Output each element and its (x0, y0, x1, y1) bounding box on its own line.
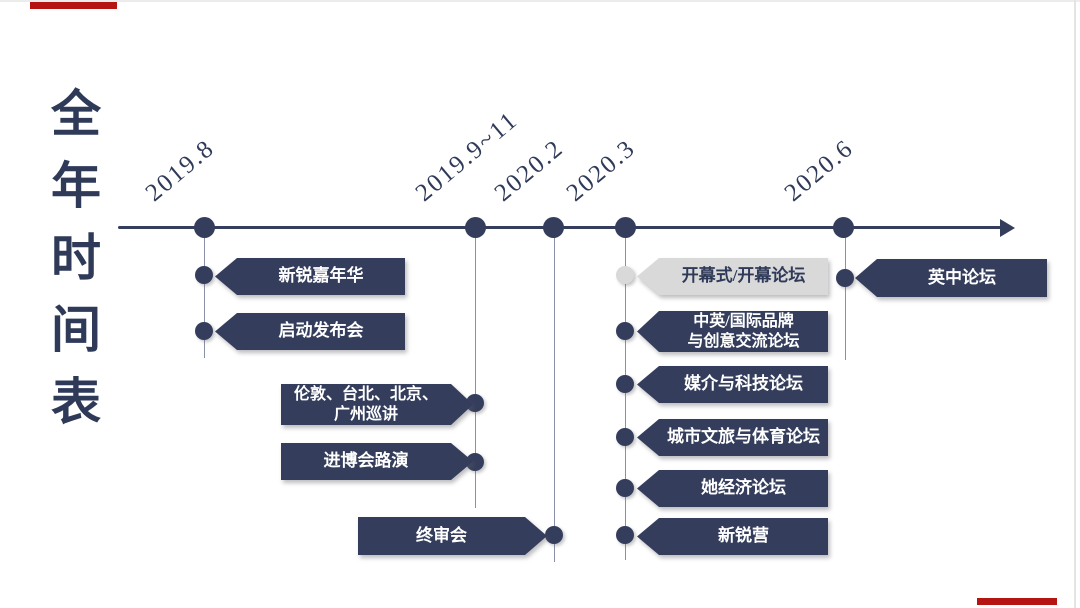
event-banner-label: 开幕式/开幕论坛 (637, 258, 828, 295)
event-banner: 进博会路演 (281, 443, 473, 480)
connector-line (554, 228, 555, 562)
title-char: 间 (51, 302, 101, 358)
event-dot (195, 322, 213, 340)
timeline-dot (465, 217, 486, 238)
title-char: 时 (51, 230, 101, 286)
timeline-date-label: 2020.2 (489, 134, 569, 207)
event-banner: 启动发布会 (215, 313, 405, 350)
event-dot (616, 375, 634, 393)
connector-line (204, 228, 205, 358)
event-banner-label: 进博会路演 (281, 443, 473, 480)
event-banner: 终审会 (358, 517, 547, 555)
timeline-dot (833, 217, 854, 238)
connector-line (845, 228, 846, 360)
event-banner-label: 她经济论坛 (637, 470, 828, 507)
timeline-dot (543, 217, 564, 238)
event-dot (836, 269, 854, 287)
event-dot (616, 428, 634, 446)
timeline-date-label: 2020.6 (779, 134, 859, 207)
event-banner-label: 新锐嘉年华 (215, 258, 405, 295)
event-dot (616, 479, 634, 497)
title-char: 全 (51, 86, 101, 142)
event-banner-label: 城市文旅与体育论坛 (637, 419, 828, 456)
event-banner-label: 启动发布会 (215, 313, 405, 350)
event-banner: 媒介与科技论坛 (637, 366, 828, 403)
slide-top-border (0, 0, 1080, 2)
event-banner-label: 终审会 (358, 517, 547, 555)
event-dot (195, 266, 213, 284)
timeline-arrowhead-icon (1000, 219, 1015, 237)
timeline-dot (194, 217, 215, 238)
event-dot-gray (616, 266, 634, 284)
event-banner: 城市文旅与体育论坛 (637, 419, 828, 456)
event-banner-label: 中英/国际品牌 与创意交流论坛 (637, 311, 828, 352)
title-char: 表 (51, 374, 101, 430)
connector-line (475, 228, 476, 508)
event-banner: 她经济论坛 (637, 470, 828, 507)
slide-right-border (1074, 0, 1076, 608)
connector-line (625, 228, 626, 560)
event-dot (466, 453, 484, 471)
event-dot (616, 322, 634, 340)
event-banner-label: 媒介与科技论坛 (637, 366, 828, 403)
event-banner-label: 伦敦、台北、北京、 广州巡讲 (281, 384, 473, 425)
red-accent-bar-bottom-right (977, 598, 1057, 605)
event-banner: 英中论坛 (855, 259, 1047, 297)
event-dot (616, 526, 634, 544)
timeline-dot (615, 217, 636, 238)
title-char: 年 (51, 158, 101, 214)
event-banner: 开幕式/开幕论坛 (637, 258, 828, 295)
timeline-date-label: 2020.3 (561, 134, 641, 207)
page-title: 全 年 时 间 表 (46, 78, 106, 438)
event-banner-label: 英中论坛 (855, 259, 1047, 297)
event-dot (466, 394, 484, 412)
red-accent-bar-top-left (30, 2, 117, 9)
event-banner: 新锐嘉年华 (215, 258, 405, 295)
event-banner: 新锐营 (637, 518, 828, 555)
event-dot (545, 526, 563, 544)
event-banner: 伦敦、台北、北京、 广州巡讲 (281, 384, 473, 425)
event-banner-label: 新锐营 (637, 518, 828, 555)
event-banner: 中英/国际品牌 与创意交流论坛 (637, 311, 828, 352)
timeline-date-label: 2019.8 (140, 134, 220, 207)
